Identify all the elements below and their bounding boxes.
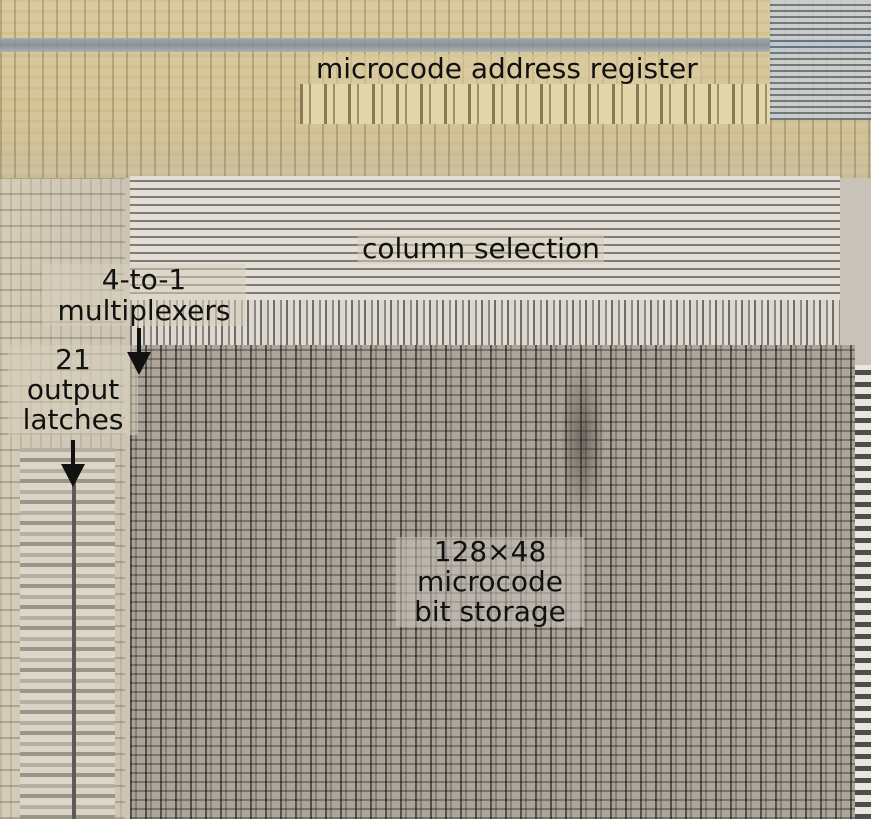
label-line: microcode bbox=[416, 565, 563, 598]
label-line: 128×48 bbox=[433, 535, 547, 568]
label-bit-storage: 128×48 microcode bit storage bbox=[396, 537, 584, 627]
label-line: output bbox=[26, 373, 120, 406]
label-line: 21 bbox=[55, 343, 91, 376]
output-latch-column bbox=[20, 448, 115, 819]
latch-signal-line bbox=[72, 480, 76, 819]
label-line: multiplexers bbox=[57, 294, 231, 327]
label-output-latches: 21 output latches bbox=[8, 345, 138, 435]
arrow-down-icon bbox=[127, 328, 151, 375]
label-line: 4-to-1 bbox=[101, 263, 187, 296]
right-edge-contacts bbox=[855, 365, 871, 819]
address-register-cells bbox=[300, 84, 770, 124]
surface-stain bbox=[560, 360, 605, 520]
label-microcode-address-register: microcode address register bbox=[312, 54, 702, 84]
top-right-circuit-block bbox=[770, 0, 871, 120]
label-multiplexers: 4-to-1 multiplexers bbox=[42, 264, 246, 326]
multiplexer-cells bbox=[130, 300, 840, 345]
label-line: bit storage bbox=[414, 595, 566, 628]
arrow-down-icon bbox=[61, 440, 85, 487]
label-line: latches bbox=[22, 403, 124, 436]
label-column-selection: column selection bbox=[358, 234, 604, 264]
top-metal-bus bbox=[0, 38, 871, 52]
